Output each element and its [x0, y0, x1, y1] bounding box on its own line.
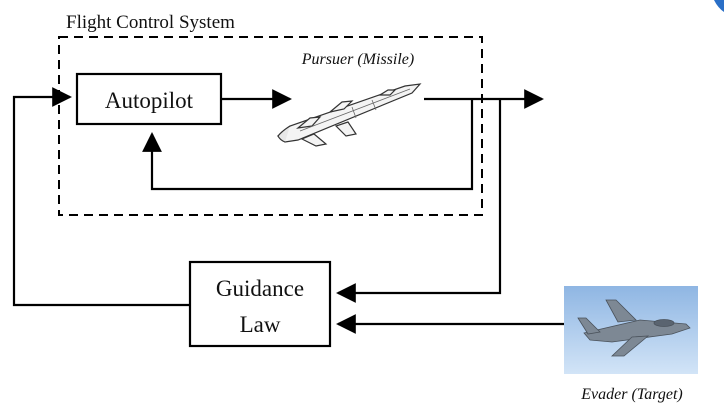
corner-accent: [714, 0, 724, 12]
guidance-label-line2: Law: [240, 312, 281, 337]
autopilot-block: [75, 72, 223, 126]
inner-feedback-loop: [142, 99, 474, 191]
evader-label: Evader (Target): [580, 386, 682, 403]
flight-control-system-boundary: [58, 36, 483, 216]
missile-state-to-guidance-arrow: [336, 99, 502, 303]
missile-icon: [277, 83, 422, 147]
fighter-jet-icon: [577, 299, 691, 357]
guidance-to-autopilot-arrow: [12, 87, 190, 307]
autopilot-label: Autopilot: [105, 88, 194, 113]
guidance-label-line1: Guidance: [216, 276, 304, 301]
system-title: Flight Control System: [66, 12, 235, 33]
evader-photo: [564, 286, 698, 374]
pursuer-label: Pursuer (Missile): [301, 51, 414, 68]
guidance-law-block: [188, 260, 332, 348]
